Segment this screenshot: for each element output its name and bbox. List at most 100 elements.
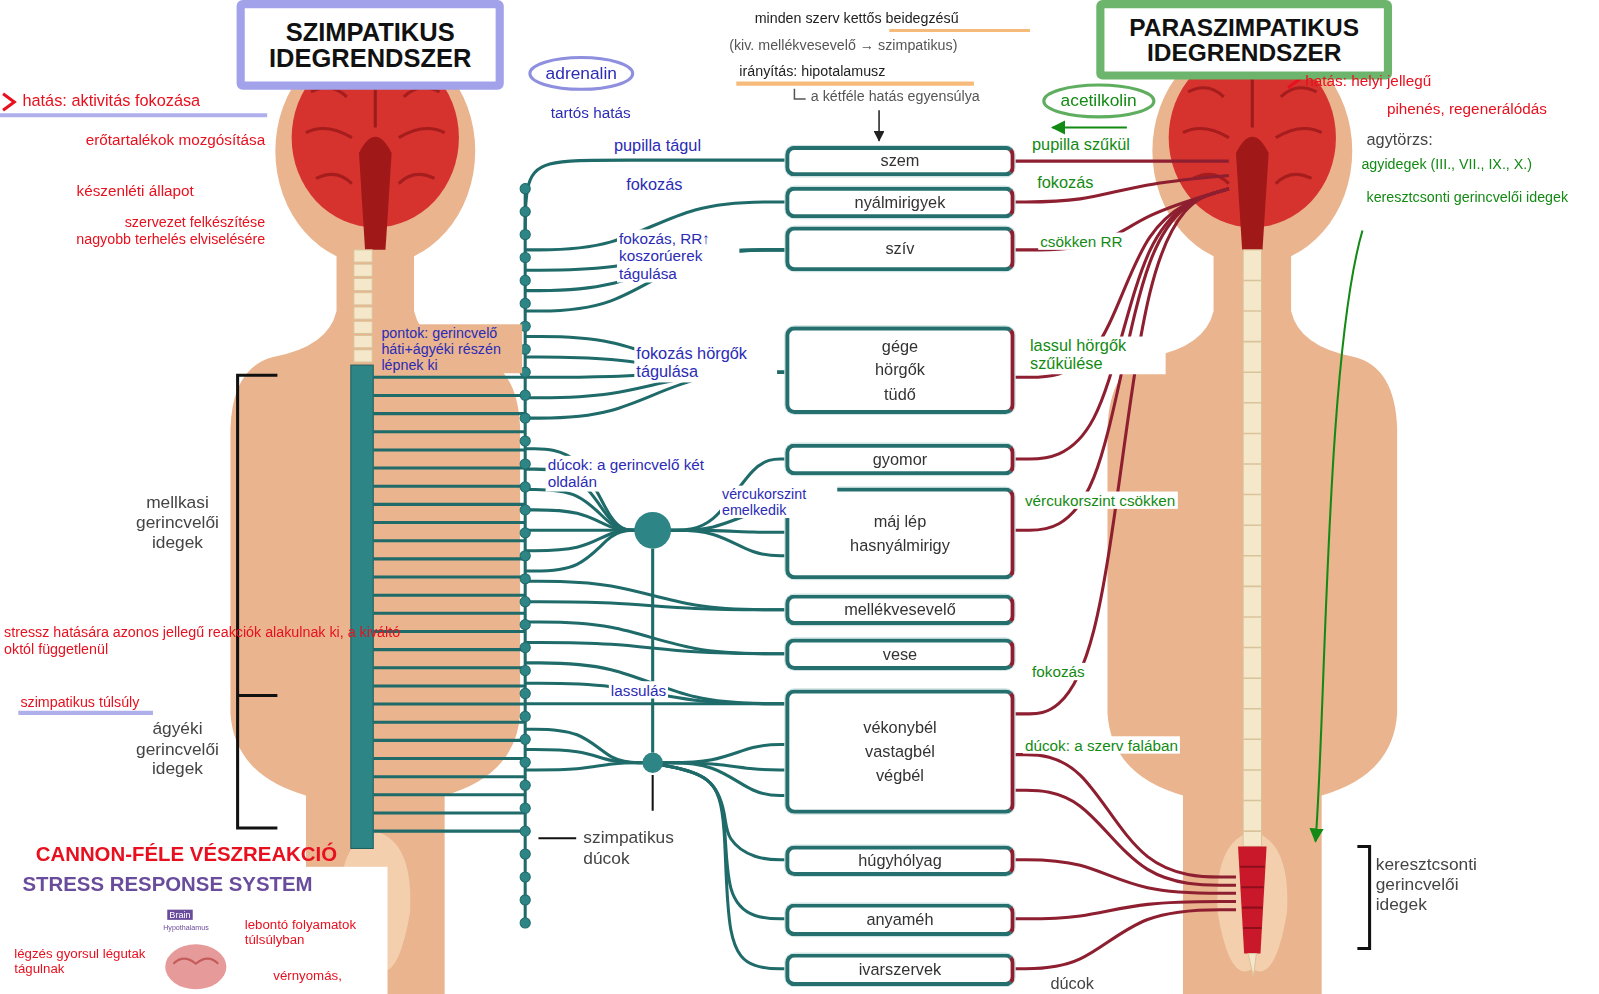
nerve-fiber [373, 394, 525, 397]
organ-name: anyaméh [866, 908, 933, 932]
annotation: lebontó folyamatok túlsúlyban [245, 918, 383, 948]
annotation: légzés gyorsul légutak tágulnak [14, 946, 147, 976]
ganglion-dot [520, 849, 530, 859]
pointer-arrow [1052, 126, 1126, 128]
nerve-fiber [373, 648, 525, 651]
nerve-fiber [1015, 910, 1236, 969]
annotation: acetilkolin [1061, 91, 1137, 111]
ganglion-dot [520, 505, 530, 515]
annotation: minden szerv kettős beidegzésű [755, 10, 959, 26]
body-figure-right [1108, 37, 1398, 994]
title-box: PARASZIMPATIKUS IDEGRENDSZER [1096, 0, 1392, 80]
annotation: vércukorszint emelkedik [720, 485, 837, 518]
annotation: agyidegek (III., VII., IX., X.) [1361, 156, 1532, 172]
organ-name: mellékvesevelő [844, 598, 956, 622]
nerve-fiber [661, 744, 785, 762]
organ-box: gége hörgők tüdő [785, 326, 1014, 414]
highlight-underline [889, 29, 1030, 32]
nerve-fiber [1015, 189, 1229, 459]
nerve-fiber [373, 594, 525, 597]
organ-name: szív [885, 237, 914, 261]
organ-box: húgyhólyag [785, 845, 1014, 876]
nerve-fiber [373, 793, 525, 796]
annotation: adrenalin [546, 63, 617, 83]
nerve-fiber [1015, 189, 1229, 378]
annotation: agytörzs: [1367, 131, 1433, 150]
nerve-fiber [669, 530, 785, 555]
nerve-fiber [525, 622, 785, 654]
organ-box: ivarszervek [785, 954, 1014, 987]
nerve-fiber [525, 602, 785, 610]
ganglion-dot [520, 528, 530, 538]
bracket [1357, 846, 1369, 948]
nerve-fiber [373, 612, 525, 615]
spine-right [1238, 250, 1267, 977]
annotation: stressz hatására azonos jellegű reakciók… [4, 624, 402, 657]
annotation: szervezet felkészítése nagyobb terhelés … [71, 214, 265, 247]
nerve-fiber [525, 702, 785, 705]
nerve-fiber [651, 549, 654, 753]
annotation: pupilla tágul [612, 137, 703, 156]
annotation: CANNON-FÉLE VÉSZREAKCIÓ [36, 842, 337, 865]
ganglion-dot [520, 734, 530, 744]
nerve-fiber [525, 750, 644, 763]
nerve-fiber [525, 642, 785, 653]
annotation: a kétféle hatás egyensúlya [811, 88, 980, 104]
ganglion-dot [520, 574, 530, 584]
ganglion-dot [520, 298, 530, 308]
annotation: fokozás [1030, 663, 1087, 681]
inset-panel [0, 867, 388, 994]
title-box: SZIMPATIKUS IDEGRENDSZER [237, 0, 504, 90]
ganglion-dot [520, 413, 530, 423]
nerve-fiber [373, 666, 525, 669]
organ-name: vese [883, 642, 917, 666]
highlight-underline [0, 113, 267, 117]
organ-box: vékonybél vastagbél végbél [785, 689, 1014, 813]
pointer-arrow [1316, 230, 1363, 841]
ganglion-dot [520, 459, 530, 469]
nerve-fiber [525, 510, 636, 530]
annotation: erőtartalékok mozgósítása [71, 131, 265, 149]
circle-mark [1044, 85, 1154, 117]
ganglion-dot [520, 665, 530, 675]
highlight-underline [736, 82, 974, 86]
nerve-fiber [525, 581, 785, 610]
annotation: lassulás [609, 681, 668, 699]
nerve-fiber [373, 575, 525, 578]
ganglion [634, 512, 671, 549]
annotation: pihenés, regenerálódás [1387, 100, 1547, 118]
nerve-fiber [1015, 790, 1236, 885]
organ-box: gyomor [785, 444, 1014, 476]
title-text: PARASZIMPATIKUS IDEGRENDSZER [1111, 14, 1378, 65]
annotation: STRESS RESPONSE SYSTEM [22, 873, 312, 896]
nerve-fiber [373, 684, 525, 687]
annotation: mellkasi gerincvelői idegek [120, 493, 234, 553]
nerve-fiber [373, 811, 525, 814]
ganglion-dot [520, 390, 530, 400]
ganglion-dot [520, 872, 530, 882]
organ-name: ivarszervek [859, 958, 942, 982]
annotation: vércukorszint csökken [1023, 492, 1178, 510]
nerve-fiber [1015, 755, 1236, 877]
annotation: lassul hörgők szűkülése [1028, 337, 1166, 375]
highlight-underline [18, 711, 153, 715]
ganglion-dot [520, 688, 530, 698]
nerve-fiber [525, 763, 644, 770]
nerve-fiber [525, 663, 785, 704]
annotation: dúcok: a szerv falában [1023, 736, 1180, 754]
bracket [238, 375, 278, 828]
organ-box: anyaméh [785, 904, 1014, 937]
brain-icon [165, 944, 226, 989]
nerve-fiber [373, 757, 525, 760]
ganglion-dot [520, 642, 530, 652]
ganglion-dot [520, 275, 530, 285]
annotation: csökken RR [1038, 233, 1125, 251]
organ-box: vese [785, 638, 1014, 670]
ganglion-dot [520, 620, 530, 630]
annotation: Brain [167, 910, 193, 921]
annotation: pontok: gerincvelő háti+ágyéki részén lé… [379, 324, 522, 373]
annotation: keresztcsonti gerincvelői idegek [1367, 189, 1571, 205]
nerve-fiber [373, 830, 525, 833]
title-text: SZIMPATIKUS IDEGRENDSZER [251, 18, 490, 72]
nerve-fiber [373, 412, 525, 415]
